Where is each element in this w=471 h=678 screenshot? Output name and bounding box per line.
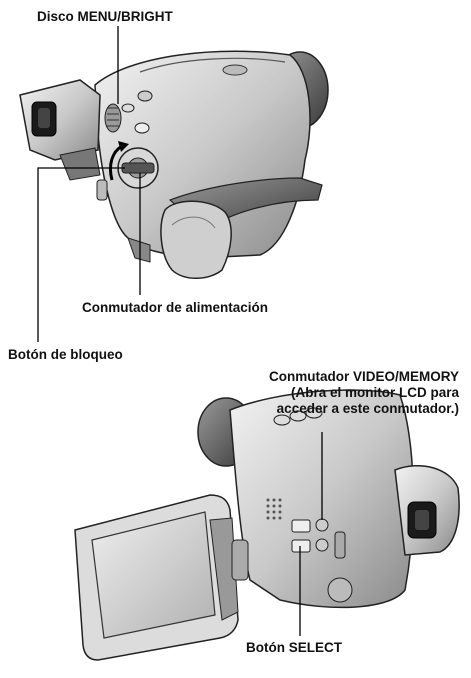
select-button-label: Botón SELECT bbox=[246, 640, 342, 655]
video-memory-switch-label-line-2: (Abra el monitor LCD para bbox=[290, 385, 459, 400]
video-memory-switch-label: Conmutador VIDEO/MEMORY (Abra el monitor… bbox=[269, 369, 459, 417]
leader-lines-top bbox=[37, 26, 141, 342]
lock-button-label: Botón de bloqueo bbox=[8, 347, 123, 362]
video-memory-switch-label-line-1: Conmutador VIDEO/MEMORY bbox=[268, 369, 459, 384]
video-memory-switch-label-line-3: acceder a este conmutador.) bbox=[276, 401, 459, 416]
power-switch-label: Conmutador de alimentación bbox=[82, 300, 269, 315]
camcorder-lcd-open-view bbox=[74, 389, 460, 661]
leader-lines-bottom bbox=[299, 432, 323, 636]
camcorder-side-view bbox=[19, 50, 329, 279]
menu-bright-dial-label: Disco MENU/BRIGHT bbox=[37, 9, 173, 24]
